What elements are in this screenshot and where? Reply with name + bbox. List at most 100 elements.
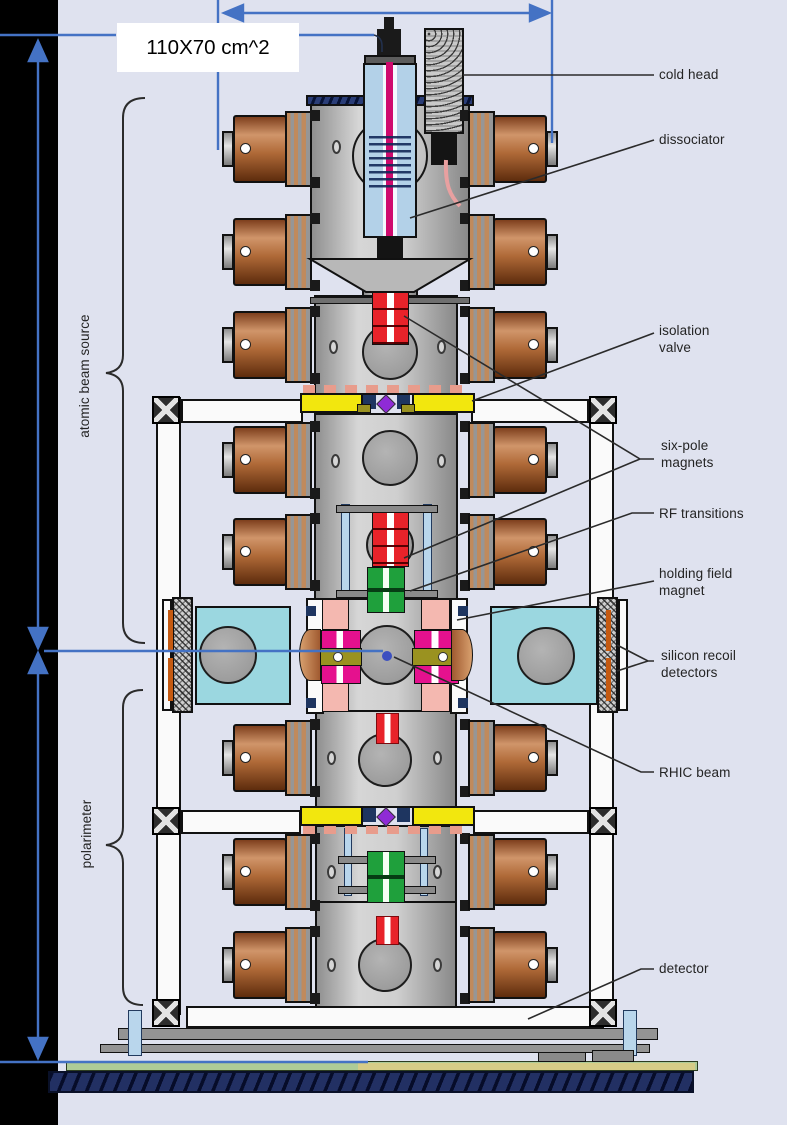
valve-hardware <box>401 404 415 413</box>
base-hardware <box>538 1052 586 1062</box>
part-label-detector: detector <box>659 961 709 976</box>
drum-rings <box>285 514 312 590</box>
drum-tab <box>310 280 320 291</box>
isolation-valve-upper-right <box>412 393 475 413</box>
pump-drum-left-8 <box>220 926 320 1004</box>
drum-tab <box>310 719 320 730</box>
small-port <box>433 751 442 765</box>
pump-drum-left-4 <box>220 421 320 499</box>
drum-rings <box>285 927 312 1003</box>
silicon-wafer <box>168 610 173 651</box>
drum-tab <box>460 833 470 844</box>
drum-cap <box>546 234 558 270</box>
pump-drum-right-7 <box>460 833 560 911</box>
valve-hardware <box>357 404 371 413</box>
drum-bolt <box>240 959 251 970</box>
part-label-six-pole-magnets: six-pole magnets <box>661 438 714 471</box>
drum-tab <box>310 513 320 524</box>
frame-beam-mid-left <box>181 810 301 834</box>
drum-tab <box>310 833 320 844</box>
drum-rings <box>468 720 495 796</box>
pump-drum-left-1 <box>220 110 320 188</box>
small-port <box>433 865 442 879</box>
target-magnet <box>321 665 361 684</box>
drum-tab <box>310 900 320 911</box>
drum-cap <box>546 534 558 570</box>
drum-cap <box>546 947 558 983</box>
frame-corner-block <box>152 807 180 835</box>
drum-rings <box>285 307 312 383</box>
detector-mount-left <box>172 597 193 713</box>
drum-bolt <box>528 246 539 257</box>
drum-bolt <box>240 866 251 877</box>
drum-bolt <box>528 143 539 154</box>
pump-drum-right-6 <box>460 719 560 797</box>
drum-body <box>233 218 287 286</box>
pump-drum-right-3 <box>460 306 560 384</box>
isolation-valve-upper-left <box>300 393 363 413</box>
drum-tab <box>310 993 320 1004</box>
drum-tab <box>310 786 320 797</box>
drum-bolt <box>240 752 251 763</box>
drum-bolt <box>240 143 251 154</box>
drum-tab <box>310 580 320 591</box>
frame-corner-block <box>589 396 617 424</box>
drum-rings <box>285 720 312 796</box>
detector-bracket-left <box>162 599 172 711</box>
valve-hardware <box>397 808 410 822</box>
drum-bolt <box>240 339 251 350</box>
drum-rings <box>468 927 495 1003</box>
small-port <box>331 454 340 468</box>
rhic-beam-dot <box>382 651 392 661</box>
drum-bolt <box>240 246 251 257</box>
frame-beam-top-left <box>181 399 303 423</box>
detector-window-circle <box>517 627 575 685</box>
drum-cap <box>546 327 558 363</box>
small-port <box>437 454 446 468</box>
frame-beam-mid-right <box>473 810 589 834</box>
part-label-silicon-recoil: silicon recoil detectors <box>661 648 736 681</box>
valve-seals <box>303 385 471 393</box>
holder-bolt <box>438 652 448 662</box>
drum-tab <box>460 926 470 937</box>
left-black-margin <box>0 0 58 1125</box>
bolt <box>306 698 316 708</box>
detector-plate <box>186 1006 604 1028</box>
drum-tab <box>460 993 470 1004</box>
target-magnet <box>321 630 361 649</box>
valve-actuator <box>376 394 396 414</box>
part-label-dissociator: dissociator <box>659 132 725 147</box>
silicon-wafer <box>168 658 173 701</box>
valve-seals <box>303 826 471 834</box>
dissociator-stem <box>384 17 394 31</box>
small-port <box>329 340 338 354</box>
frame-beam-top-right <box>471 399 589 423</box>
drum-bolt <box>528 752 539 763</box>
pump-drum-right-2 <box>460 213 560 291</box>
base-plate-upper <box>118 1028 658 1040</box>
part-label-isolation-valve: isolation valve <box>659 323 710 356</box>
polarimeter-sixpole-upper <box>376 713 399 744</box>
dissociator-nozzle <box>377 236 403 260</box>
base-plate-lower <box>100 1044 650 1053</box>
drum-rings <box>285 214 312 290</box>
drum-tab <box>310 306 320 317</box>
section-braces <box>105 97 146 1006</box>
drum-rings <box>285 834 312 910</box>
pump-drum-left-5 <box>220 513 320 591</box>
drum-cap <box>546 854 558 890</box>
cold-head-foot <box>431 133 457 165</box>
pump-drum-left-7 <box>220 833 320 911</box>
detector-bracket-right <box>618 599 628 711</box>
small-port <box>437 340 446 354</box>
bolt <box>458 698 468 708</box>
small-port <box>327 865 336 879</box>
drum-rings <box>468 422 495 498</box>
drum-cap <box>546 740 558 776</box>
pump-drum-right-4 <box>460 421 560 499</box>
isolation-valve-lower-left <box>300 806 363 826</box>
drum-rings <box>468 307 495 383</box>
drum-tab <box>310 177 320 188</box>
dissociator-coil <box>369 136 411 192</box>
drum-tab <box>460 306 470 317</box>
